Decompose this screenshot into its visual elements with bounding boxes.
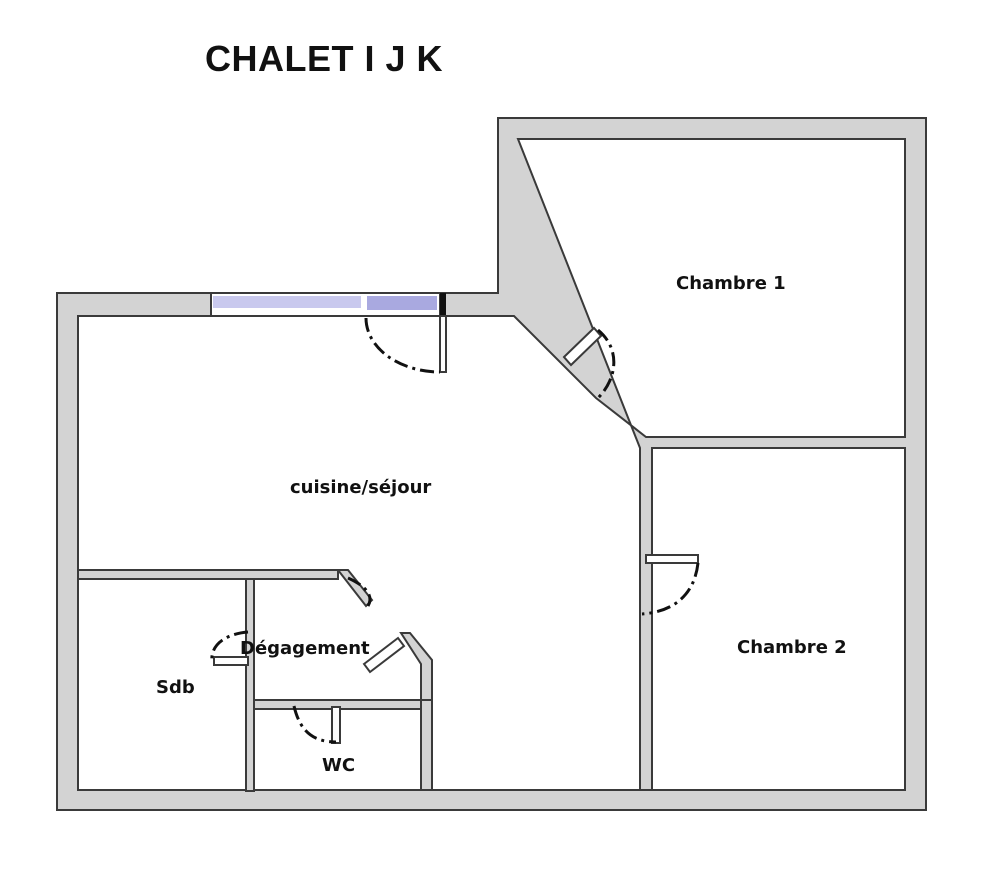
degagement-door-swing [347,576,372,607]
plan-title: CHALET I J K [205,38,444,79]
sdb-door-swing [210,630,249,663]
chambre1-door-swing [596,328,616,400]
chambre2-door-swing [641,562,700,616]
entrance-door-swing [364,317,441,374]
partition-degagement-angle [335,569,374,608]
entrance-door-leaf [439,315,447,373]
window-glass-left [213,296,361,308]
walls [56,117,927,811]
room-label-sdb: Sdb [156,677,195,698]
window-mullion [440,293,446,316]
chambre1-door-leaf [562,326,603,367]
degagement-door-leaf [362,636,406,674]
room-label-chambre1: Chambre 1 [676,273,786,294]
wc-door-swing [292,705,337,744]
room-label-degagement: Dégagement [240,638,370,659]
wc-door-leaf [331,706,341,744]
partition-wc-right [420,699,433,791]
sdb-door-leaf [213,656,249,666]
partition-sdb-top [77,569,339,580]
chambre2-door-leaf [645,554,699,564]
room-label-sejour: cuisine/séjour [290,477,431,498]
partition-sdb-right [245,578,255,792]
room-label-wc: WC [322,755,355,776]
window-glass-right [367,296,437,310]
room-label-chambre2: Chambre 2 [737,637,847,658]
